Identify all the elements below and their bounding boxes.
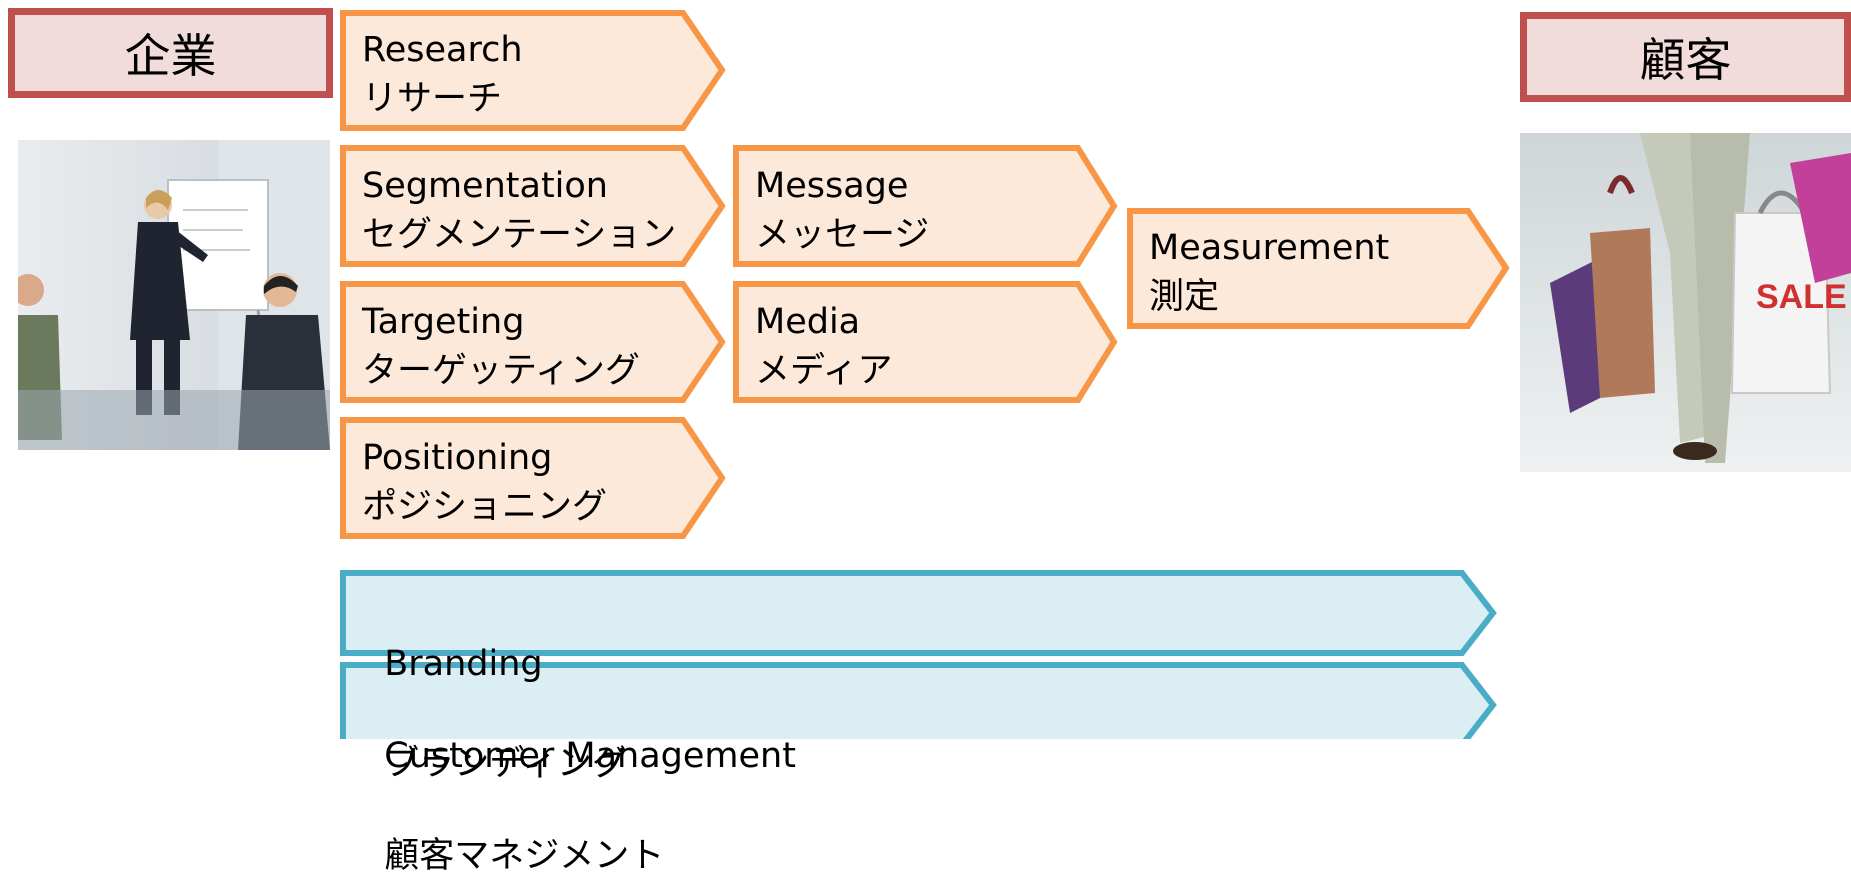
step-targeting: Targeting ターゲッティング (362, 298, 640, 396)
process-diagram (340, 10, 1510, 739)
step-targeting-ja: ターゲッティング (362, 351, 640, 391)
step-media: Media メディア (755, 298, 893, 396)
step-media-shape (733, 281, 1118, 403)
step-targeting-shape (340, 281, 726, 403)
step-segmentation-shape (340, 145, 726, 267)
step-measurement: Measurement 測定 (1149, 224, 1389, 322)
sale-sign: SALE (1756, 278, 1847, 316)
step-research-ja: リサーチ (362, 79, 503, 119)
band-branding-shape (340, 570, 1497, 656)
step-segmentation: Segmentation セグメンテーション (362, 162, 676, 260)
step-research-shape (340, 10, 726, 131)
step-measurement-en: Measurement (1149, 228, 1390, 268)
step-segmentation-ja: セグメンテーション (362, 215, 677, 255)
customer-label-text: 顧客 (1639, 33, 1732, 87)
step-research: Research リサーチ (362, 26, 523, 124)
step-positioning-en: Positioning (362, 438, 553, 478)
step-message: Message メッセージ (755, 162, 929, 260)
step-positioning-shape (340, 417, 726, 539)
step-research-en: Research (362, 30, 523, 70)
band-customer-management-ja: 顧客マネジメント (384, 836, 665, 876)
step-message-en: Message (755, 166, 909, 206)
business-meeting-photo (18, 140, 330, 450)
shopping-photo: SALE (1520, 133, 1851, 472)
company-label: 企業 (8, 8, 333, 98)
step-message-ja: メッセージ (755, 215, 930, 255)
band-customer-management-shape (340, 662, 1497, 739)
step-message-shape (733, 145, 1118, 267)
step-measurement-shape (1127, 208, 1510, 329)
band-customer-management-en: Customer Management (384, 736, 796, 776)
company-label-text: 企業 (124, 29, 217, 83)
step-media-en: Media (755, 302, 861, 342)
step-media-ja: メディア (755, 351, 893, 391)
band-customer-management: Customer Management 顧客マネジメント (362, 681, 796, 881)
step-positioning: Positioning ポジショニング (362, 434, 607, 532)
step-positioning-ja: ポジショニング (362, 487, 608, 527)
step-targeting-en: Targeting (362, 302, 525, 342)
customer-label: 顧客 (1520, 12, 1851, 102)
band-branding-en: Branding (384, 644, 543, 684)
step-segmentation-en: Segmentation (362, 166, 608, 206)
step-measurement-ja: 測定 (1149, 277, 1220, 317)
